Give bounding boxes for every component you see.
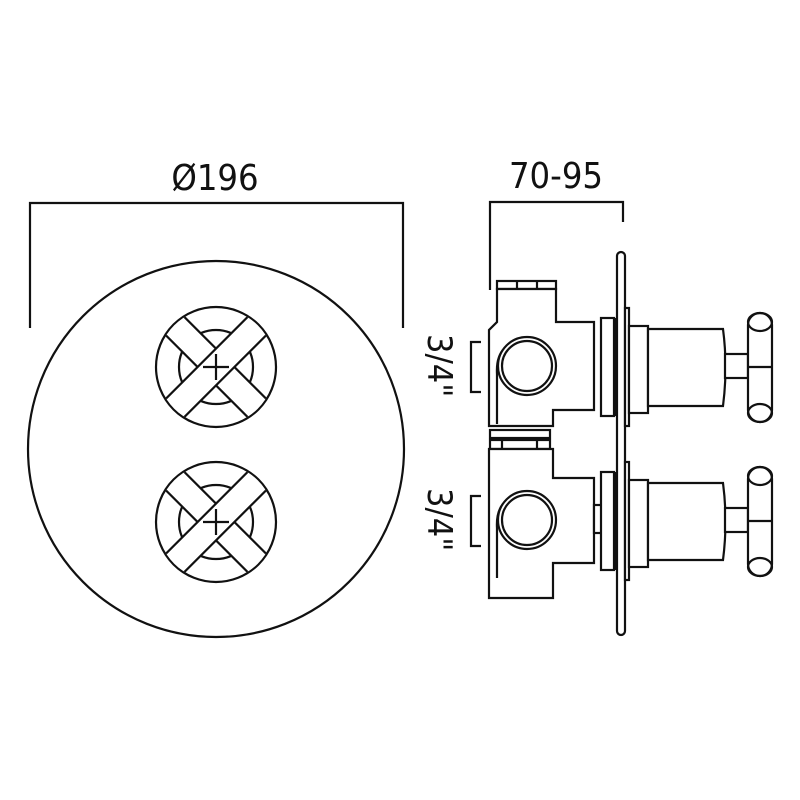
inlet-bracket <box>469 494 481 548</box>
coupling-cap <box>488 438 552 451</box>
sleeve <box>627 478 650 569</box>
inlet-inner <box>500 339 554 393</box>
top-cap <box>495 279 558 291</box>
stem <box>723 506 750 534</box>
inlet-inner <box>500 493 554 547</box>
cross-handle-front-2 <box>154 460 278 584</box>
bar-end-bottom <box>746 402 774 424</box>
inlet-outer <box>496 335 558 397</box>
cross-handle-front-1 <box>154 305 278 429</box>
diameter-label: Ø196 <box>171 158 258 199</box>
handle-body <box>646 481 727 562</box>
wall-plate <box>615 250 627 637</box>
inlet-outer <box>496 489 558 551</box>
inlet-bracket <box>469 340 481 394</box>
handle-inner-ring <box>177 328 255 406</box>
handle-inner-ring <box>177 483 255 561</box>
valve-unit-2: 3/4" <box>419 438 774 600</box>
depth-dimension: 70-95 <box>488 156 625 290</box>
flange <box>599 316 616 418</box>
sleeve <box>627 324 650 415</box>
seal <box>614 472 617 570</box>
bar-end-bottom <box>746 556 774 578</box>
valve-unit-1: 3/4" <box>419 279 774 440</box>
coupling-band <box>488 428 552 440</box>
inlet-size-label: 3/4" <box>419 488 459 551</box>
seal <box>614 318 617 416</box>
diameter-dimension: Ø196 <box>28 158 405 328</box>
depth-label: 70-95 <box>509 156 603 197</box>
side-view: 3/4" 3/4" <box>419 250 774 637</box>
cover-plate <box>26 259 406 639</box>
flange <box>599 470 616 572</box>
inlet-size-label: 3/4" <box>419 334 459 397</box>
bar-end-top <box>746 465 774 487</box>
stem <box>723 352 750 380</box>
bar-end-top <box>746 311 774 333</box>
handle-body <box>646 327 727 408</box>
